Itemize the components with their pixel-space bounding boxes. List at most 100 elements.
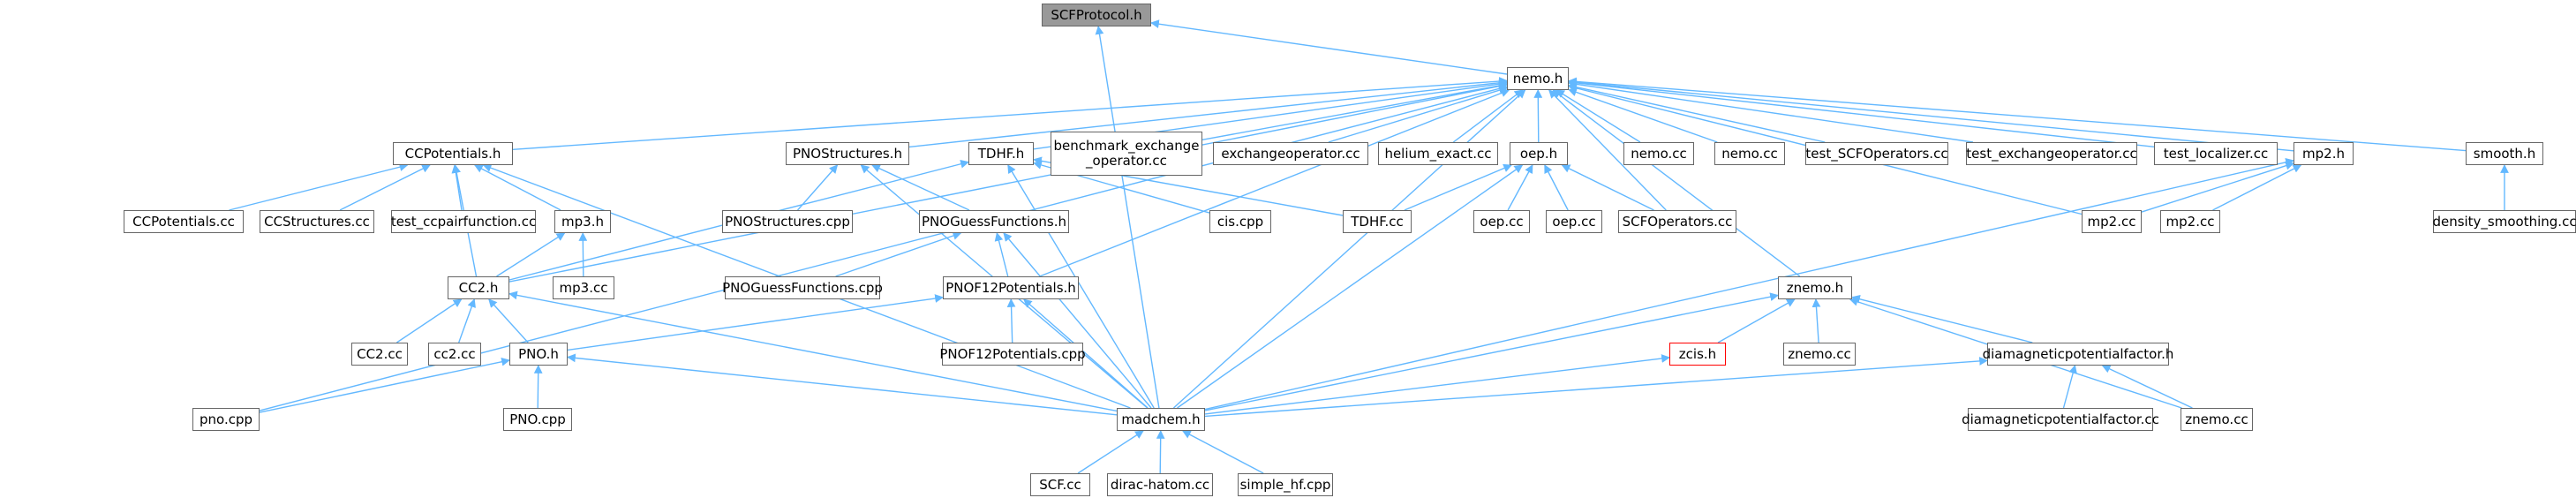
edge-nemo_cc_2-to-nemo_h — [1568, 87, 1718, 143]
node-density-smoothing-cc[interactable]: density_smoothing.cc — [2432, 210, 2576, 233]
edge-pnof12potentials_cpp-to-pnof12potentials_h — [1006, 298, 1016, 343]
node-test-localizer-cc[interactable]: test_localizer.cc — [2154, 142, 2278, 165]
node-pnostructures-cpp[interactable]: PNOStructures.cpp — [722, 210, 853, 233]
node-ccstructures-cc[interactable]: CCStructures.cc — [260, 210, 374, 233]
node-zcis-h[interactable]: zcis.h — [1669, 343, 1726, 366]
node-helium-exact-cc[interactable]: helium_exact.cc — [1378, 142, 1498, 165]
node-cc2-cc[interactable]: CC2.cc — [351, 343, 408, 366]
node-diamagneticpotentialfactor-h[interactable]: diamagneticpotentialfactor.h — [1983, 343, 2173, 366]
node-label: pno.cpp — [200, 411, 252, 427]
edge-znemo_cc_1-to-znemo_h — [1811, 298, 1821, 343]
node-label: nemo.cc — [1721, 145, 1778, 162]
node-label: PNOF12Potentials.cpp — [939, 345, 1086, 362]
node-label: SCFOperators.cc — [1622, 213, 1733, 230]
node-label: exchangeoperator.cc — [1221, 145, 1360, 162]
edge-diamagneticpotentialfactor_h-to-znemo_h — [1851, 295, 2033, 343]
node-mp3-h[interactable]: mp3.h — [554, 210, 611, 233]
node-label: CCPotentials.h — [404, 145, 501, 162]
node-simple-hf-cpp[interactable]: simple_hf.cpp — [1238, 473, 1333, 496]
node-label: oep.h — [1519, 145, 1558, 162]
node-label: oep.cc — [1552, 213, 1596, 230]
node-test-ccpairfunction-cc[interactable]: test_ccpairfunction.cc — [391, 210, 536, 233]
node-mp3-cc[interactable]: mp3.cc — [553, 276, 614, 299]
node-label: diamagneticpotentialfactor.h — [1982, 345, 2174, 362]
node-label: SCFProtocol.h — [1051, 6, 1142, 23]
node-diamagneticpotentialfactor-cc[interactable]: diamagneticpotentialfactor.cc — [1962, 408, 2159, 431]
node-madchem-h[interactable]: madchem.h — [1117, 408, 1205, 431]
edge-cc2_cc_1-to-cc2_h — [396, 298, 463, 343]
node-pnof12potentials-h[interactable]: PNOF12Potentials.h — [943, 276, 1079, 299]
node-test-exchangeoperator-cc[interactable]: test_exchangeoperator.cc — [1966, 142, 2137, 165]
node-pno-cpp-upper[interactable]: PNO.cpp — [503, 408, 572, 431]
node-oep-cc[interactable]: oep.cc — [1546, 210, 1602, 233]
node-exchangeoperator-cc[interactable]: exchangeoperator.cc — [1213, 142, 1368, 165]
edge-benchmark_exchange_operator_cc-to-nemo_h — [1201, 81, 1508, 140]
edge-exchangeoperator_cc-to-nemo_h — [1328, 86, 1508, 143]
edge-mp2_cc_2-to-mp2_h — [2212, 164, 2302, 211]
node-tdhf-cc[interactable]: TDHF.cc — [1343, 210, 1412, 233]
node-ccpotentials-h[interactable]: CCPotentials.h — [393, 142, 513, 165]
edge-ccstructures_cc-to-ccpotentials_h — [339, 164, 431, 211]
node-benchmark-exchange-operator-cc[interactable]: benchmark_exchange _operator.cc — [1051, 132, 1202, 176]
edge-diamagneticpotentialfactor_cc-to-diamagneticpotentialfactor_h — [2062, 365, 2077, 409]
edge-test_exchangeoperator_cc-to-nemo_h — [1568, 79, 1974, 143]
node-label: PNOGuessFunctions.cpp — [722, 279, 883, 296]
edge-helium_exact_cc-to-nemo_h — [1452, 89, 1524, 143]
edge-oep_h-to-nemo_h — [1533, 89, 1543, 143]
edge-dirac_hatom_cc-to-madchem_h — [1156, 430, 1165, 474]
node-label: znemo.cc — [2185, 411, 2248, 427]
edge-zcis_h-to-znemo_h — [1717, 298, 1796, 343]
node-scf-cc[interactable]: SCF.cc — [1030, 473, 1090, 496]
edge-smooth_h-to-nemo_h — [1568, 77, 2467, 152]
edge-madchem_h-to-pnoguessfunctions_h — [1003, 232, 1152, 409]
edge-madchem_h-to-tdhf_h — [1007, 164, 1155, 409]
node-pno-h[interactable]: PNO.h — [509, 343, 568, 366]
edge-pnoguessfunctions_cpp-to-pnoguessfunctions_h — [835, 231, 962, 277]
edge-scfoperators_cc-to-oep_h — [1561, 164, 1654, 211]
node-test-scfoperators-cc[interactable]: test_SCFOperators.cc — [1805, 142, 1948, 165]
node-label: znemo.cc — [1788, 345, 1851, 362]
node-label: PNOStructures.cpp — [725, 213, 850, 230]
node-label: PNOStructures.h — [793, 145, 902, 162]
node-cis-cpp[interactable]: cis.cpp — [1209, 210, 1271, 233]
node-pnoguessfunctions-h[interactable]: PNOGuessFunctions.h — [919, 210, 1069, 233]
edge-pno_h-to-cc2_h — [488, 298, 529, 343]
node-pnoguessfunctions-cpp[interactable]: PNOGuessFunctions.cpp — [722, 276, 883, 299]
node-label: mp2.cc — [2165, 213, 2215, 230]
node-nemo-cc[interactable]: nemo.cc — [1623, 142, 1694, 165]
node-znemo-cc[interactable]: znemo.cc — [1783, 343, 1856, 366]
node-tdhf-h[interactable]: TDHF.h — [968, 142, 1034, 165]
edge-pno_h-to-pnof12potentials_h — [567, 294, 944, 351]
edge-test_scfoperators_cc-to-nemo_h — [1568, 82, 1826, 143]
edge-pno_cpp_upper-to-pno_h — [533, 365, 543, 409]
edge-mp2_cc_1-to-mp2_h — [2141, 161, 2294, 213]
node-mp2-h[interactable]: mp2.h — [2294, 142, 2354, 165]
edge-pnof12potentials_h-to-pnoguessfunctions_h — [994, 232, 1009, 277]
node-mp2-cc[interactable]: mp2.cc — [2160, 210, 2220, 233]
node-label: smooth.h — [2473, 145, 2536, 162]
node-label: CCPotentials.cc — [132, 213, 235, 230]
node-smooth-h[interactable]: smooth.h — [2466, 142, 2543, 165]
node-label: CCStructures.cc — [264, 213, 370, 230]
node-cc2-h[interactable]: CC2.h — [448, 276, 509, 299]
edge-nemo_cc_1-to-nemo_h — [1555, 89, 1641, 143]
node-dirac-hatom-cc[interactable]: dirac-hatom.cc — [1107, 473, 1213, 496]
node-cc2-cc[interactable]: cc2.cc — [428, 343, 481, 366]
node-oep-cc[interactable]: oep.cc — [1473, 210, 1530, 233]
node-pno-cpp[interactable]: pno.cpp — [192, 408, 260, 431]
node-pnof12potentials-cpp[interactable]: PNOF12Potentials.cpp — [939, 343, 1086, 366]
edge-simple_hf_cpp-to-madchem_h — [1181, 430, 1264, 474]
edge-cc2_h-to-mp3_h — [496, 232, 566, 277]
node-znemo-cc[interactable]: znemo.cc — [2181, 408, 2253, 431]
node-mp2-cc[interactable]: mp2.cc — [2082, 210, 2142, 233]
node-pnostructures-h[interactable]: PNOStructures.h — [786, 142, 909, 165]
edge-mp3_cc-to-mp3_h — [578, 232, 588, 277]
edge-ccpotentials_cc-to-ccpotentials_h — [229, 162, 409, 211]
node-znemo-h[interactable]: znemo.h — [1778, 276, 1852, 299]
node-scfoperators-cc[interactable]: SCFOperators.cc — [1618, 210, 1736, 233]
node-ccpotentials-cc[interactable]: CCPotentials.cc — [124, 210, 244, 233]
node-oep-h[interactable]: oep.h — [1510, 142, 1568, 165]
node-scfprotocol-h[interactable]: SCFProtocol.h — [1042, 4, 1151, 26]
node-nemo-cc[interactable]: nemo.cc — [1714, 142, 1785, 165]
node-nemo-h[interactable]: nemo.h — [1507, 67, 1569, 90]
